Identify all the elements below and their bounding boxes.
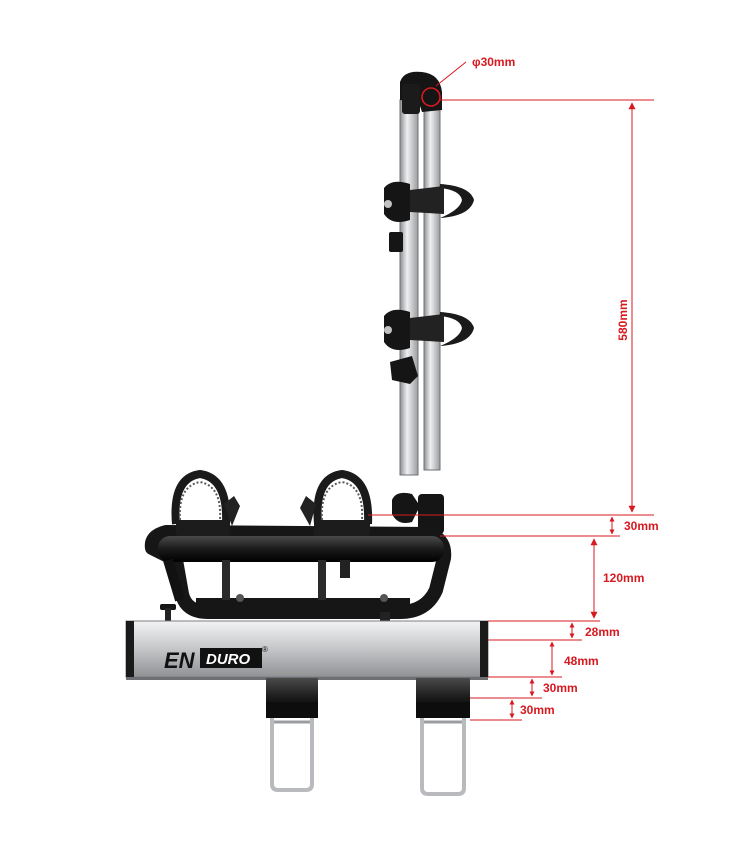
label-mast-height: 580mm xyxy=(616,299,630,340)
frame-clamp-lower xyxy=(384,309,474,384)
tube-diameter-marker xyxy=(421,87,441,107)
frame-clamp-upper xyxy=(384,181,474,252)
dimension-lines xyxy=(368,61,654,721)
enduro-logo: EN DURO ® xyxy=(164,645,268,673)
mast-arm xyxy=(399,71,442,476)
towbar-clamp-left xyxy=(266,678,318,792)
svg-text:®: ® xyxy=(262,645,268,654)
towbar-clamp-right xyxy=(416,678,470,796)
base-beam xyxy=(125,620,489,680)
label-beam-top: 28mm xyxy=(585,625,620,639)
svg-text:DURO: DURO xyxy=(206,651,250,668)
wheel-clamp-right xyxy=(300,469,373,536)
label-clamp-upper: 30mm xyxy=(543,681,578,695)
lock-knob xyxy=(160,604,176,622)
wheel-clamp-left xyxy=(171,469,240,536)
label-clamp-lower: 30mm xyxy=(520,703,555,717)
label-diameter: φ30mm xyxy=(472,55,515,69)
label-gap-top: 30mm xyxy=(624,519,659,533)
svg-text:EN: EN xyxy=(164,648,196,673)
wheel-tray xyxy=(144,525,452,622)
label-platform-height: 120mm xyxy=(603,571,644,585)
label-beam-body: 48mm xyxy=(564,654,599,668)
